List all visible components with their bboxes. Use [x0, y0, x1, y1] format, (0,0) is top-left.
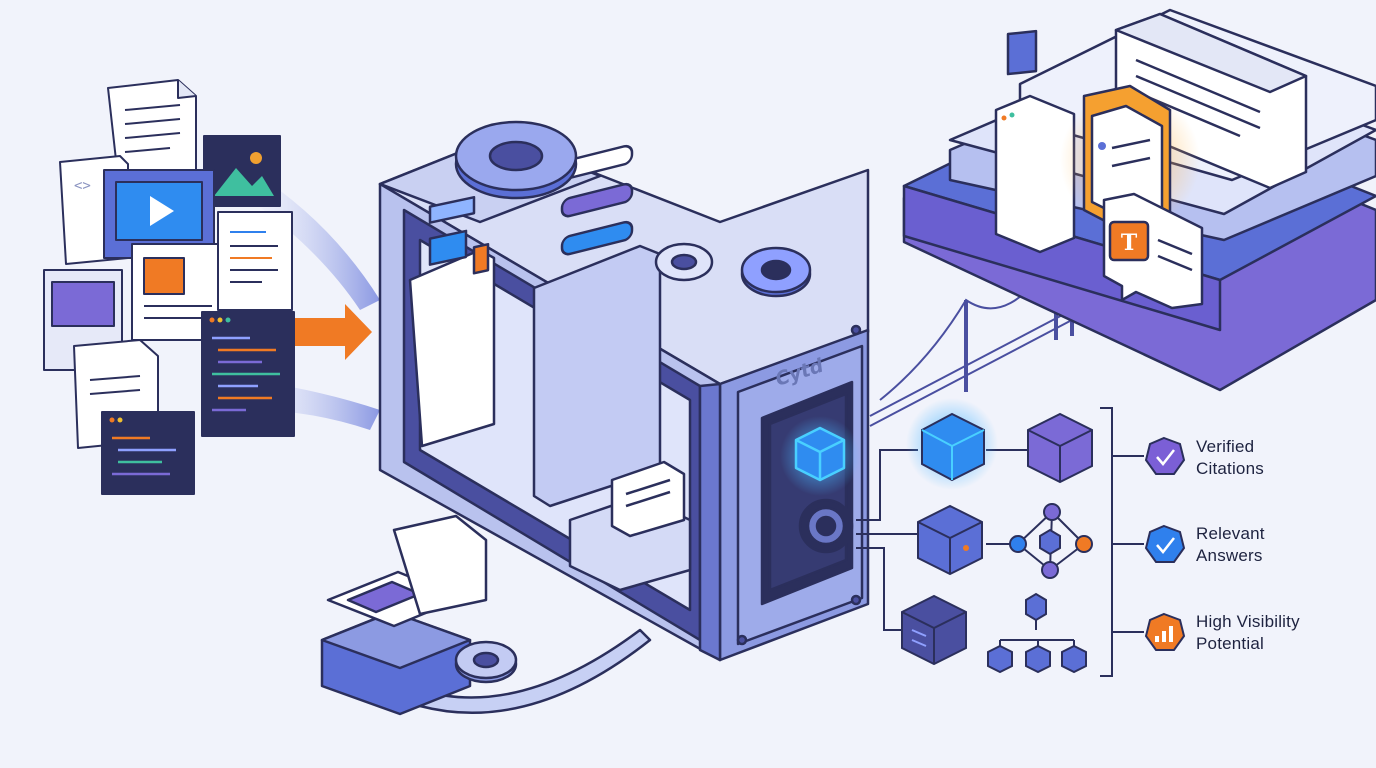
- output-label-high-visibility: High Visibility Potential: [1196, 611, 1300, 655]
- check-badge-icon: [1156, 449, 1175, 466]
- output-nodes: [856, 398, 1144, 677]
- output-label-line2: Answers: [1196, 546, 1263, 565]
- blue-gear-icon: [740, 246, 812, 298]
- relevant-answers-badge: [1144, 524, 1186, 563]
- machine-gear-icon: [798, 498, 854, 554]
- high-visibility-badge: [1144, 612, 1186, 651]
- output-label-line1: Relevant: [1196, 524, 1265, 543]
- documents-stack: <>: [43, 79, 380, 495]
- terminal-window-icon: [101, 411, 195, 495]
- code-editor-icon: [201, 311, 295, 437]
- image-file-icon: [203, 135, 281, 207]
- output-label-relevant-answers: Relevant Answers: [1196, 523, 1265, 567]
- orange-arrow-icon: [290, 304, 372, 360]
- internal-form-card: [532, 244, 662, 508]
- verified-citations-badge: [1144, 436, 1186, 475]
- answer-platform: T: [902, 8, 1376, 392]
- svg-text:<>: <>: [74, 178, 91, 194]
- network-graph-icon: [1009, 503, 1093, 579]
- top-gear-icon: [454, 120, 578, 200]
- output-label-line2: Citations: [1196, 459, 1264, 478]
- glowing-cube-icon: [794, 426, 846, 482]
- output-label-line1: Verified: [1196, 437, 1255, 456]
- processing-machine: Cytd: [378, 120, 870, 715]
- bar-chart-badge-icon: [1155, 626, 1173, 642]
- processing-cube-bottom-icon: [901, 594, 967, 666]
- output-cube-icon: [1027, 412, 1093, 484]
- coolant-pipe: [418, 628, 652, 715]
- output-label-line2: Potential: [1196, 634, 1264, 653]
- answer-card-glyph: T: [1121, 230, 1138, 256]
- small-gear-icon: [654, 242, 714, 282]
- processing-cube-middle-icon: [917, 504, 983, 576]
- internal-document-card: [408, 248, 496, 448]
- input-tray: [320, 514, 518, 716]
- check-badge-icon: [1156, 537, 1175, 554]
- answer-card-icon: T: [1102, 192, 1204, 310]
- tray-gear-icon: [454, 640, 518, 684]
- output-label-verified-citations: Verified Citations: [1196, 436, 1264, 480]
- flow-stream-top: [250, 170, 380, 310]
- notes-document-icon: [217, 211, 293, 311]
- output-label-line1: High Visibility: [1196, 612, 1300, 631]
- browser-window-large: [1114, 12, 1308, 190]
- processing-cube-top-icon: [921, 412, 985, 482]
- browser-window-small: [994, 29, 1076, 254]
- hierarchy-tree-icon: [987, 592, 1087, 674]
- paper-roll: [392, 514, 488, 616]
